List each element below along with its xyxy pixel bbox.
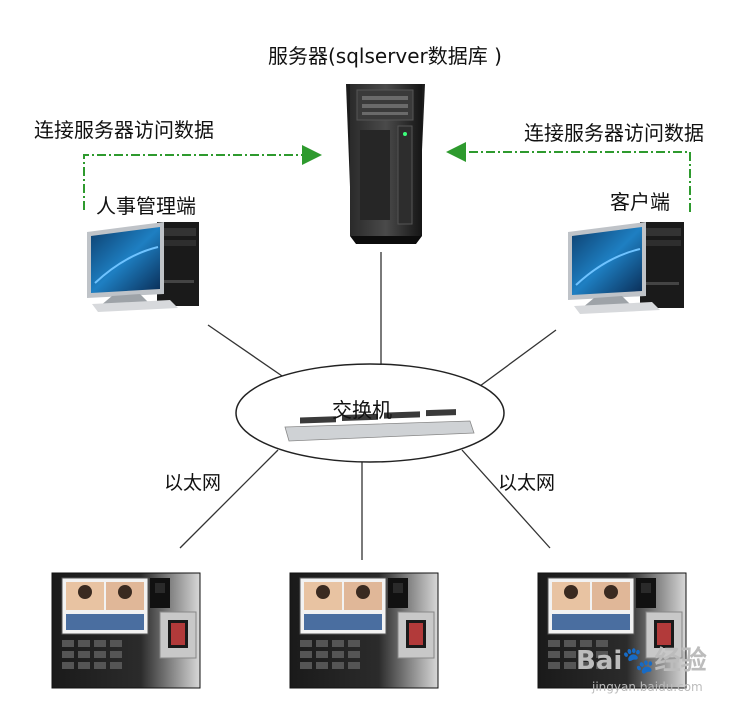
hr-edge-label: 连接服务器访问数据: [34, 118, 214, 142]
ethernet-right-label: 以太网: [498, 472, 556, 494]
attendance-terminal-right-icon: [537, 572, 687, 689]
customer-client-label: 客户端: [610, 190, 670, 214]
watermark-logo: Bai🐾经验: [576, 640, 707, 677]
attendance-terminal-center-icon: [289, 572, 439, 689]
dashed-arrows: [83, 142, 691, 212]
watermark-brand2: 经验: [654, 646, 707, 676]
server-label: 服务器(sqlserver数据库 ): [268, 44, 502, 68]
switch-label: 交换机: [332, 398, 392, 422]
connection-lines: [179, 252, 557, 560]
server-icon: [346, 84, 425, 244]
ethernet-left-label: 以太网: [164, 472, 222, 494]
edge-switch-device-right: [461, 449, 551, 549]
edge-switch-device-left: [179, 449, 279, 549]
hr-computer-icon: [87, 222, 199, 312]
switch-device-icon: [284, 409, 475, 442]
attendance-terminal-left-icon: [51, 572, 201, 689]
customer-edge-label: 连接服务器访问数据: [524, 121, 704, 145]
edge-customer-switch: [479, 329, 557, 387]
customer-computer-icon: [568, 222, 684, 314]
arrow-customer-to-server: [446, 142, 691, 212]
arrow-hr-to-server: [83, 145, 322, 210]
watermark-url: jingyan.baidu.com: [592, 680, 703, 694]
watermark-paw-icon: 🐾: [622, 646, 655, 676]
edge-hr-switch: [207, 324, 286, 379]
hr-client-label: 人事管理端: [96, 194, 196, 218]
watermark-brand: Bai: [576, 646, 623, 676]
